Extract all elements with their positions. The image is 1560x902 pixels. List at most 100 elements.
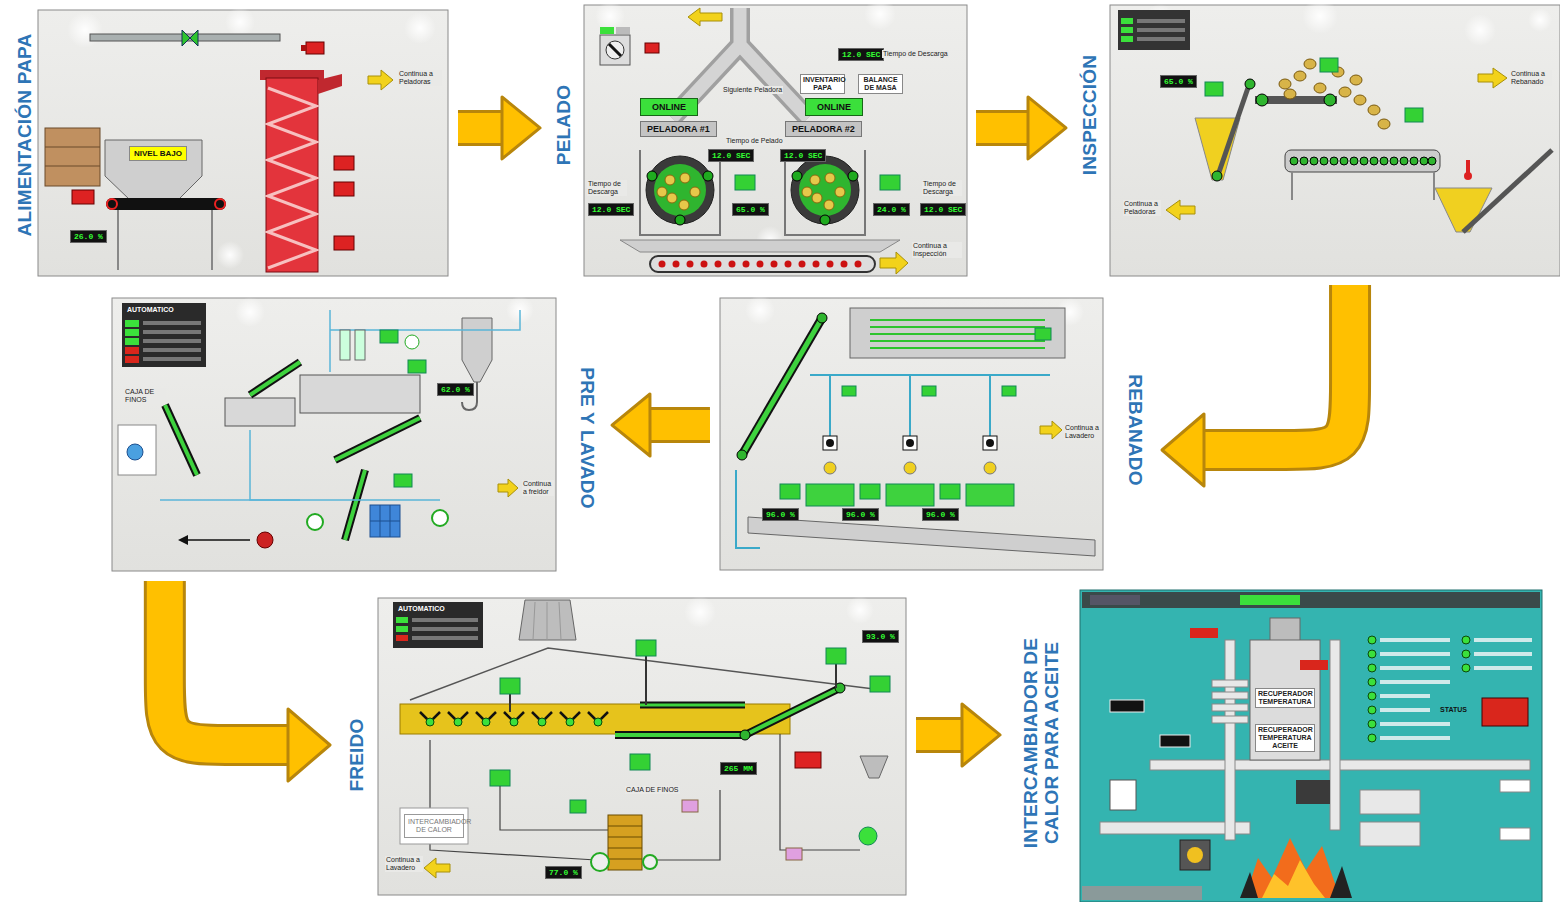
screen-label: AUTOMATICO [124, 305, 204, 315]
hmi-screen-slicing [984, 462, 996, 474]
hmi-screen-frying [533, 602, 535, 640]
hmi-screen-frying [424, 858, 450, 878]
hmi-screen-peeling [825, 173, 835, 183]
hmi-screen-heat-exchanger [1368, 636, 1376, 644]
hmi-screen-washing [462, 382, 477, 410]
stage-label-strip: PELADO [550, 70, 578, 180]
arrow-shaft [165, 581, 290, 745]
hmi-screen-frying [645, 656, 647, 705]
hmi-screen-inspection [1121, 18, 1133, 24]
screen-label: Tiempo de Descarga [882, 50, 949, 58]
hmi-screen-inspection [1320, 58, 1338, 72]
hmi-screen-washing [355, 330, 365, 360]
hmi-screen-heat-exchanger [1380, 638, 1532, 740]
hmi-screen-frying [826, 648, 846, 664]
hmi-screen-heat-exchanger [1462, 664, 1470, 672]
hmi-screen-inspection [1380, 157, 1388, 165]
hmi-screen-frying [412, 627, 478, 631]
flow-arrow [612, 394, 710, 456]
arrow-shaft-outline [165, 581, 290, 745]
hmi-screen-peeling [645, 43, 659, 53]
hmi-screen-inspection [1324, 94, 1336, 106]
hmi-screen-feeding [266, 78, 318, 272]
hmi-screen-slicing [824, 462, 836, 474]
hmi-screen-heat-exchanger [1462, 650, 1470, 658]
hmi-screen-peeling [715, 261, 722, 268]
hmi-screen-feeding [117, 210, 119, 270]
hmi-screen-feeding [225, 7, 255, 37]
hmi-screen-slicing [940, 484, 960, 499]
hmi-screen-frying [860, 756, 888, 778]
hmi-screen-heat-exchanger [1380, 652, 1450, 656]
screen-label: Continua a Lavadero [1064, 424, 1100, 440]
hmi-screen-washing [122, 303, 206, 367]
screen-label: RECUPERADOR TEMPERATURA [1255, 688, 1315, 708]
hmi-screen-washing [127, 444, 143, 460]
hmi-screen-slicing [966, 484, 1014, 506]
hmi-screen-feeding [106, 198, 226, 210]
value-readout: 77.0 % [545, 866, 582, 879]
process-stage: PELADO [548, 5, 968, 277]
stage-label: INTERCAMBIADOR DE CALOR PARA ACEITE [1019, 625, 1062, 860]
hmi-screen-inspection [1290, 157, 1298, 165]
hmi-screen-slicing [736, 470, 760, 548]
hmi-screen-peeling [880, 175, 900, 190]
stage-label-rotator: ALIMENTACIÓN PAPA [12, 20, 38, 250]
hmi-screen-peeling [647, 171, 657, 181]
hmi-screen-inspection [1466, 160, 1470, 174]
hmi-screen-washing [394, 474, 412, 487]
hmi-screen-washing [250, 430, 440, 500]
hmi-screen-frying [396, 626, 408, 632]
hmi-screen-inspection [1137, 37, 1185, 41]
hmi-screen-slicing [903, 436, 917, 450]
stage-label: INSPECCIÓN [1079, 55, 1100, 175]
hmi-screen-washing [380, 330, 398, 343]
hmi-screen-washing [125, 347, 139, 354]
hmi-screen-frying [430, 734, 860, 860]
hmi-screen-peeling [687, 261, 694, 268]
arrow-shaft-outline [916, 717, 964, 753]
hmi-screen-heat-exchanger [1474, 638, 1532, 642]
hmi-screen-heat-exchanger [1380, 680, 1450, 684]
hmi-screen-inspection [1320, 157, 1328, 165]
hmi-screen-slicing [1040, 421, 1062, 439]
hmi-screen-inspection [1290, 157, 1436, 165]
value-readout: 24.0 % [873, 203, 910, 216]
stage-label-strip: FREIDO [342, 695, 372, 815]
hmi-screen-heat-exchanger [1368, 636, 1470, 742]
value-readout: 12.0 SEC [780, 149, 826, 162]
hmi-screen-feeding [334, 156, 354, 170]
hmi-screen-frying [396, 635, 408, 641]
hmi-screen-washing [143, 357, 201, 361]
hmi-screen-heat-exchanger [1380, 736, 1450, 740]
hmi-screen-slicing [720, 295, 1103, 570]
hmi-screen-slicing [870, 319, 1045, 321]
hmi-screen-washing [300, 375, 420, 413]
flow-arrow [976, 97, 1066, 159]
hmi-screen-inspection [1166, 200, 1195, 220]
hmi-screen-inspection [1310, 157, 1318, 165]
hmi-screen-frying [426, 718, 602, 726]
screen-label: NIVEL BAJO [129, 146, 187, 161]
hmi-screen-frying [570, 800, 586, 813]
hmi-screen-frying [640, 702, 745, 709]
hmi-screen-washing [112, 298, 556, 571]
hmi-screen-washing [330, 310, 520, 330]
hmi-screen-inspection [1121, 36, 1133, 42]
screen-label: CAJA DE FINOS [124, 388, 166, 404]
hmi-screen-inspection [1368, 105, 1380, 115]
hmi-screen-peeling [729, 261, 736, 268]
hmi-screen-slicing [829, 375, 831, 436]
hmi-screen-frying [509, 694, 511, 712]
hmi-screen-peeling [616, 27, 630, 34]
hmi-screen-frying [780, 734, 860, 850]
hmi-screen-washing [307, 514, 323, 530]
hmi-screen-frying [594, 718, 602, 726]
hmi-screen-peeling [743, 261, 750, 268]
hmi-screen-peeling [654, 164, 706, 216]
hmi-screen-frying [615, 688, 840, 735]
hmi-screen-inspection [1370, 157, 1378, 165]
arrow-shaft [1202, 285, 1350, 450]
stage-label-rotator: REBANADO [1120, 360, 1150, 500]
